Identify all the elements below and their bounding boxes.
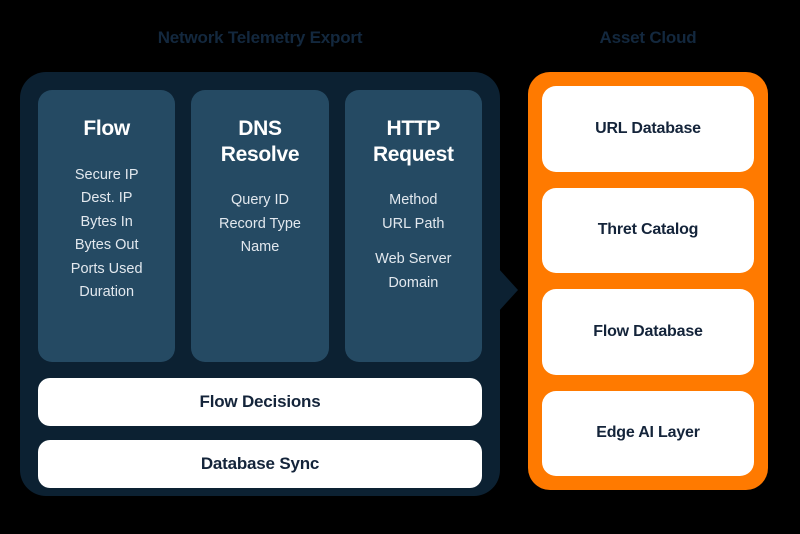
telemetry-card-dns-resolve[interactable]: DNS Resolve Query ID Record Type Name bbox=[191, 90, 329, 362]
telemetry-column-group: Flow Secure IP Dest. IP Bytes In Bytes O… bbox=[38, 90, 482, 362]
list-item: Duration bbox=[79, 284, 135, 301]
telemetry-card-dns-resolve-list: Query ID Record Type Name bbox=[201, 189, 318, 259]
list-item: Query ID bbox=[230, 192, 289, 209]
list-item: URL Path bbox=[382, 215, 445, 232]
telemetry-bar-group: Flow Decisions Database Sync bbox=[38, 378, 482, 488]
right-panel-title: Asset Cloud bbox=[599, 28, 697, 47]
list-item: Dest. IP bbox=[80, 190, 133, 207]
list-item: Web Server Domain bbox=[375, 251, 452, 291]
list-item: Ports Used bbox=[70, 260, 143, 277]
telemetry-card-flow[interactable]: Flow Secure IP Dest. IP Bytes In Bytes O… bbox=[38, 90, 176, 362]
list-item: Bytes Out bbox=[74, 237, 139, 254]
telemetry-card-http-request-list: Method URL Path Web Server Domain bbox=[355, 189, 472, 295]
telemetry-card-dns-resolve-title: DNS Resolve bbox=[220, 117, 300, 166]
asset-card-edge-ai-layer[interactable]: Edge AI Layer bbox=[542, 390, 754, 476]
list-item: Secure IP bbox=[74, 166, 139, 183]
telemetry-card-http-request-title: HTTP Request bbox=[372, 117, 454, 166]
list-item: Name bbox=[240, 239, 280, 256]
network-telemetry-export-panel: Flow Secure IP Dest. IP Bytes In Bytes O… bbox=[20, 72, 500, 496]
left-panel-title: Network Telemetry Export bbox=[157, 28, 363, 47]
list-item: Method bbox=[389, 192, 438, 209]
telemetry-card-flow-title: Flow bbox=[83, 117, 130, 140]
telemetry-card-http-request[interactable]: HTTP Request Method URL Path Web Server … bbox=[344, 90, 482, 362]
bar-database-sync[interactable]: Database Sync bbox=[38, 440, 482, 488]
list-item: Bytes In bbox=[80, 213, 133, 230]
asset-card-url-database[interactable]: URL Database bbox=[542, 86, 754, 172]
asset-card-flow-database[interactable]: Flow Database bbox=[542, 289, 754, 375]
telemetry-card-flow-list: Secure IP Dest. IP Bytes In Bytes Out Po… bbox=[48, 164, 165, 305]
asset-cloud-panel: URL Database Thret Catalog Flow Database… bbox=[528, 72, 768, 490]
bar-flow-decisions[interactable]: Flow Decisions bbox=[38, 378, 482, 426]
list-item: Record Type bbox=[219, 215, 301, 232]
arrow-right-icon bbox=[498, 268, 518, 312]
asset-card-thret-catalog[interactable]: Thret Catalog bbox=[542, 187, 754, 273]
